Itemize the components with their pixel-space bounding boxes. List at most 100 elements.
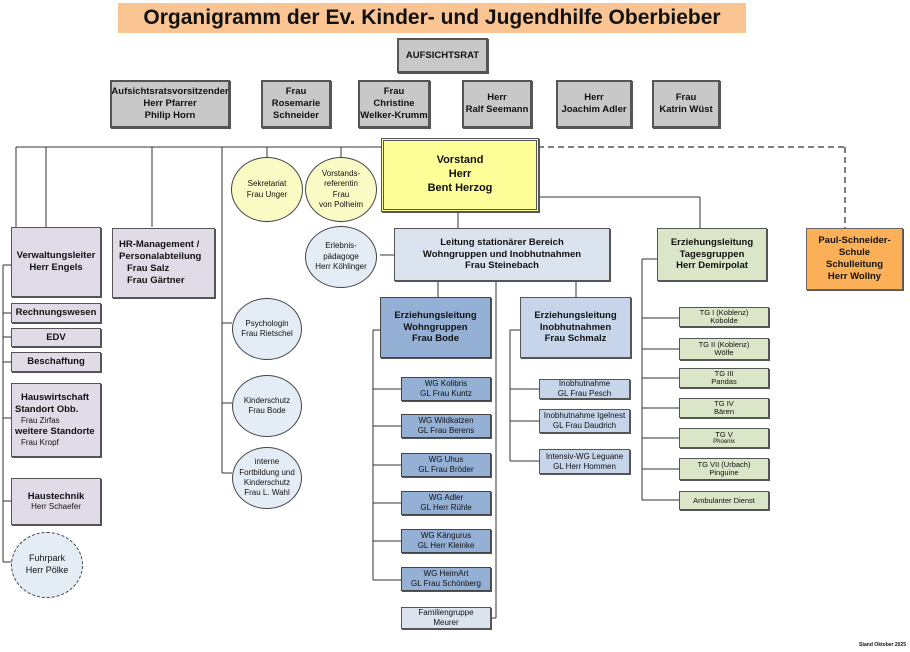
day-groups-head-box[interactable]: Erziehungsleitung Tagesgruppen Herr Demi…	[657, 228, 767, 281]
box-line: Frau Salz	[127, 263, 170, 274]
ellipse-line: Kinderschutz	[243, 478, 291, 487]
box-line: TG IV	[714, 398, 734, 408]
residential-group-box[interactable]: WG Adler GL Herr Rühle	[401, 491, 491, 515]
residential-group-box[interactable]: WG Wildkatzen GL Frau Berens	[401, 414, 491, 438]
day-group-box[interactable]: TG II (Koblenz) Wölfe	[679, 338, 769, 360]
ellipse-line: Frau Unger	[246, 189, 288, 199]
box-line: Frau Bode	[412, 333, 459, 345]
box-line: Erziehungsleitung	[394, 309, 477, 321]
board-member-box[interactable]: Frau Christine Welker-Krumm	[358, 80, 430, 128]
box-line: Herr Engels	[29, 262, 83, 273]
day-group-box[interactable]: TG V Phoenix	[679, 428, 769, 448]
box-line: Familiengruppe	[418, 608, 474, 617]
box-line: Meurer	[433, 618, 459, 627]
box-line: Inobhutnahmen	[539, 321, 612, 333]
psychologist-ellipse[interactable]: Psychologin Frau Rietschel	[232, 298, 302, 360]
box-line: Herr Schaefer	[31, 502, 81, 512]
admin-head-box[interactable]: Verwaltungsleiter Herr Engels	[11, 227, 101, 297]
box-line: Tagesgruppen	[679, 248, 745, 260]
box-line: GL Frau Berens	[417, 426, 475, 435]
box-line: Frau Gärtner	[127, 274, 185, 286]
board-member-line: Schneider	[273, 109, 319, 121]
box-line: Intensiv-WG Leguane	[545, 451, 624, 461]
box-line: WG Adler	[428, 493, 464, 502]
ellipse-line: Frau Rietschel	[241, 329, 293, 338]
ellipse-line: von Polheim	[318, 199, 364, 209]
board-member-box[interactable]: Frau Katrin Wüst	[652, 80, 720, 128]
executive-line: Herr	[448, 168, 472, 181]
executive-box[interactable]: Vorstand Herr Bent Herzog	[381, 138, 539, 212]
family-group-box[interactable]: Familiengruppe Meurer	[401, 607, 491, 629]
housekeeping-box[interactable]: Hauswirtschaft Standort Obb. Frau Zirfas…	[11, 383, 101, 457]
box-line: Wölfe	[714, 348, 734, 357]
box-line: Rechnungswesen	[15, 307, 97, 319]
residential-group-box[interactable]: WG Kolibris GL Frau Kuntz	[401, 377, 491, 401]
executive-assistant-ellipse[interactable]: Vorstands- referentin Frau von Polheim	[305, 157, 377, 222]
ellipse-line: Sekretariat	[247, 179, 287, 189]
box-line: Pinguine	[709, 468, 739, 477]
emergency-group-box[interactable]: Inobhutnahme Igelnest GL Frau Daudrich	[539, 409, 630, 433]
emergency-group-box[interactable]: Inobhutnahme GL Frau Pesch	[539, 379, 630, 399]
board-member-line: Frau	[383, 86, 405, 98]
ellipse-line: Herr Pölke	[25, 565, 69, 575]
residential-group-box[interactable]: WG Kängurus GL Herr Kleinke	[401, 529, 491, 553]
day-group-box[interactable]: TG III Pandas	[679, 368, 769, 388]
board-member-line: Frau	[285, 86, 307, 98]
box-line: Herr Wollny	[827, 270, 882, 282]
day-group-box[interactable]: TG IV Bären	[679, 398, 769, 418]
board-member-box[interactable]: Herr Ralf Seemann	[462, 80, 532, 128]
box-line: Schule	[838, 247, 871, 259]
box-line: GL Herr Kleinke	[417, 541, 475, 550]
page-title: Organigramm der Ev. Kinder- und Jugendhi…	[118, 3, 746, 33]
training-ellipse[interactable]: interne Fortbildung und Kinderschutz Fra…	[232, 447, 302, 509]
ellipse-line: pädagoge	[323, 251, 359, 261]
box-line: Wohngruppen	[403, 321, 468, 333]
board-member-line: Herr	[487, 92, 507, 104]
emergency-care-head-box[interactable]: Erziehungsleitung Inobhutnahmen Frau Sch…	[520, 297, 631, 358]
facility-tech-box[interactable]: Haustechnik Herr Schaefer	[11, 478, 101, 525]
secretariat-ellipse[interactable]: Sekretariat Frau Unger	[231, 157, 303, 222]
it-box[interactable]: EDV	[11, 328, 101, 347]
day-group-box[interactable]: TG I (Koblenz) Kobolde	[679, 307, 769, 327]
residential-group-box[interactable]: WG HeimArt GL Frau Schönberg	[401, 567, 491, 591]
fleet-ellipse[interactable]: Fuhrpark Herr Pölke	[11, 532, 83, 598]
residential-head-box[interactable]: Leitung stationärer Bereich Wohngruppen …	[394, 228, 610, 281]
executive-line: Vorstand	[436, 154, 484, 167]
box-line: Personalabteilung	[119, 251, 202, 263]
board-member-box[interactable]: Herr Joachim Adler	[556, 80, 632, 128]
executive-line: Bent Herzog	[427, 181, 493, 194]
box-line: Schulleitung	[826, 259, 883, 270]
ambulant-service-box[interactable]: Ambulanter Dienst	[679, 491, 769, 510]
outdoor-educator-ellipse[interactable]: Erlebnis- pädagoge Herr Köhlinger	[305, 226, 377, 288]
child-protection-ellipse[interactable]: Kinderschutz Frau Bode	[232, 375, 302, 437]
box-line: HR-Management /	[119, 239, 200, 251]
school-box[interactable]: Paul-Schneider- Schule Schulleitung Herr…	[806, 228, 903, 290]
ellipse-line: Psychologin	[245, 318, 289, 328]
box-line: Inobhutnahme Igelnest	[543, 411, 626, 420]
procurement-box[interactable]: Beschaffung	[11, 352, 101, 372]
emergency-group-box[interactable]: Intensiv-WG Leguane GL Herr Hommen	[539, 449, 630, 474]
board-member-box[interactable]: Aufsichtsratsvorsitzender Herr Pfarrer P…	[110, 80, 230, 128]
box-line: GL Frau Kuntz	[420, 389, 472, 398]
board-member-line: Joachim Adler	[561, 104, 627, 115]
box-line: Erziehungsleitung	[534, 309, 617, 321]
board-member-line: Aufsichtsratsvorsitzender	[111, 86, 229, 98]
hr-box[interactable]: HR-Management / Personalabteilung Frau S…	[112, 228, 215, 298]
ellipse-line: Fuhrpark	[28, 553, 65, 564]
box-line: Herr Demirpolat	[676, 260, 748, 272]
board-member-box[interactable]: Frau Rosemarie Schneider	[261, 80, 331, 128]
box-line: GL Frau Daudrich	[552, 421, 617, 430]
residential-groups-head-box[interactable]: Erziehungsleitung Wohngruppen Frau Bode	[380, 297, 491, 358]
accounting-box[interactable]: Rechnungswesen	[11, 303, 101, 323]
supervisory-board-box[interactable]: AUFSICHTSRAT	[397, 38, 488, 73]
box-line: Beschaffung	[27, 356, 85, 368]
ellipse-line: Vorstands-	[321, 168, 361, 178]
ellipse-line: Frau L. Wahl	[244, 488, 290, 498]
box-line: TG VII (Urbach)	[697, 459, 751, 469]
board-member-line: Katrin Wüst	[659, 104, 713, 115]
day-group-box[interactable]: TG VII (Urbach) Pinguine	[679, 458, 769, 480]
residential-group-box[interactable]: WG Uhus GL Frau Bröder	[401, 453, 491, 477]
box-line: Inobhutnahme	[558, 379, 611, 388]
ellipse-line: interne	[254, 457, 280, 467]
